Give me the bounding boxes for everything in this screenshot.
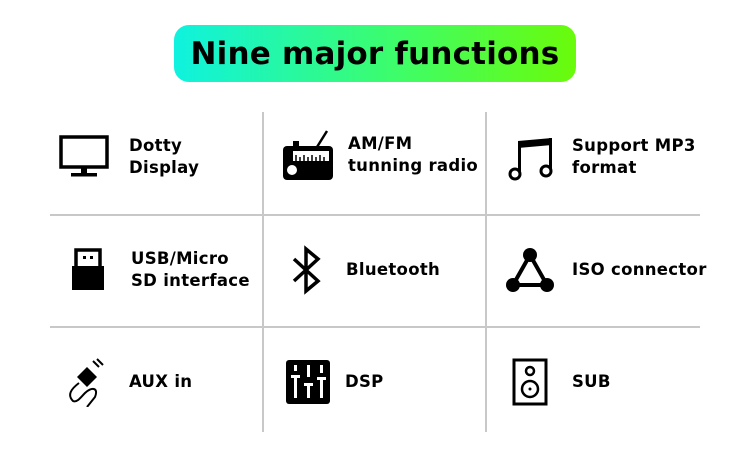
- music-note-icon: [504, 131, 556, 183]
- feature-radio: AM/FM tunning radio: [281, 125, 478, 185]
- feature-label: SD interface: [131, 271, 250, 290]
- grid-divider: [50, 214, 700, 216]
- radio-icon: [281, 129, 333, 181]
- feature-label: Support MP3: [572, 136, 696, 155]
- feature-aux: AUX in: [64, 352, 192, 412]
- equalizer-icon: [284, 356, 332, 408]
- grid-divider: [485, 112, 487, 432]
- grid-divider: [50, 326, 700, 328]
- bluetooth-icon: [285, 244, 329, 296]
- speaker-icon: [506, 356, 554, 408]
- feature-dsp: DSP: [284, 352, 384, 412]
- page-title: Nine major functions: [174, 25, 576, 82]
- iso-connector-icon: [504, 244, 556, 296]
- usb-icon: [66, 244, 110, 296]
- grid-divider: [262, 112, 264, 432]
- aux-cable-icon: [64, 356, 112, 408]
- feature-label: Display: [129, 158, 200, 177]
- feature-label: AM/FM: [348, 134, 413, 153]
- feature-label: SUB: [572, 372, 611, 391]
- feature-mp3: Support MP3 format: [504, 127, 696, 187]
- feature-label: format: [572, 158, 637, 177]
- monitor-icon: [58, 131, 110, 183]
- feature-label: DSP: [345, 372, 384, 391]
- feature-label: tunning radio: [348, 156, 479, 175]
- feature-sub: SUB: [506, 352, 611, 412]
- feature-usb: USB/Micro SD interface: [66, 240, 250, 300]
- feature-iso-connector: ISO connector: [504, 240, 707, 300]
- feature-label: ISO connector: [572, 260, 707, 279]
- feature-bluetooth: Bluetooth: [285, 240, 440, 300]
- feature-label: Bluetooth: [346, 260, 441, 279]
- feature-label: USB/Micro: [131, 249, 229, 268]
- feature-label: Dotty: [129, 136, 183, 155]
- feature-label: AUX in: [129, 372, 193, 391]
